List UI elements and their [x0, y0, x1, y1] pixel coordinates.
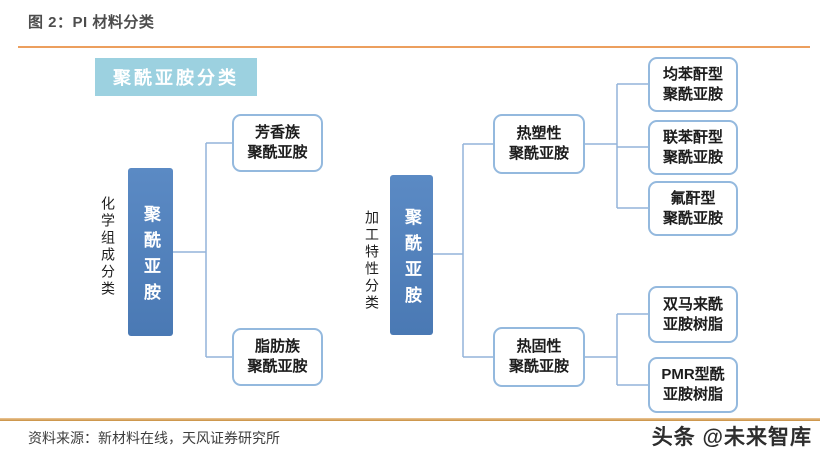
node-thermosetting-polyimide: 热固性 聚酰亚胺 — [493, 327, 585, 387]
node-pmr-type-imide-resin: PMR型酰 亚胺树脂 — [648, 357, 738, 413]
source-text: 资料来源：新材料在线，天风证券研究所 — [28, 430, 280, 446]
root-node-polyimide-right: 聚酰亚胺 — [390, 175, 433, 335]
classification-badge: 聚酰亚胺分类 — [95, 58, 257, 96]
node-aromatic-polyimide: 芳香族 聚酰亚胺 — [232, 114, 323, 172]
root-node-polyimide-left: 聚酰亚胺 — [128, 168, 173, 336]
node-bismaleimide-resin: 双马来酰 亚胺树脂 — [648, 286, 738, 343]
node-bpda-type-polyimide: 联苯酐型 聚酰亚胺 — [648, 120, 738, 175]
node-fluorinated-type-polyimide: 氟酐型 聚酰亚胺 — [648, 181, 738, 236]
title-divider-line — [18, 46, 810, 48]
axis-label-chemical-composition: 化学组成分类 — [100, 196, 116, 298]
node-thermoplastic-polyimide: 热塑性 聚酰亚胺 — [493, 114, 585, 174]
node-pmda-type-polyimide: 均苯酐型 聚酰亚胺 — [648, 57, 738, 112]
footer-divider-line — [0, 418, 820, 421]
axis-label-processing-characteristics: 加工特性分类 — [364, 210, 380, 312]
node-aliphatic-polyimide: 脂肪族 聚酰亚胺 — [232, 328, 323, 386]
toutiao-watermark: 头条 @未来智库 — [651, 426, 812, 449]
figure-title: 图 2：PI 材料分类 — [28, 14, 155, 31]
